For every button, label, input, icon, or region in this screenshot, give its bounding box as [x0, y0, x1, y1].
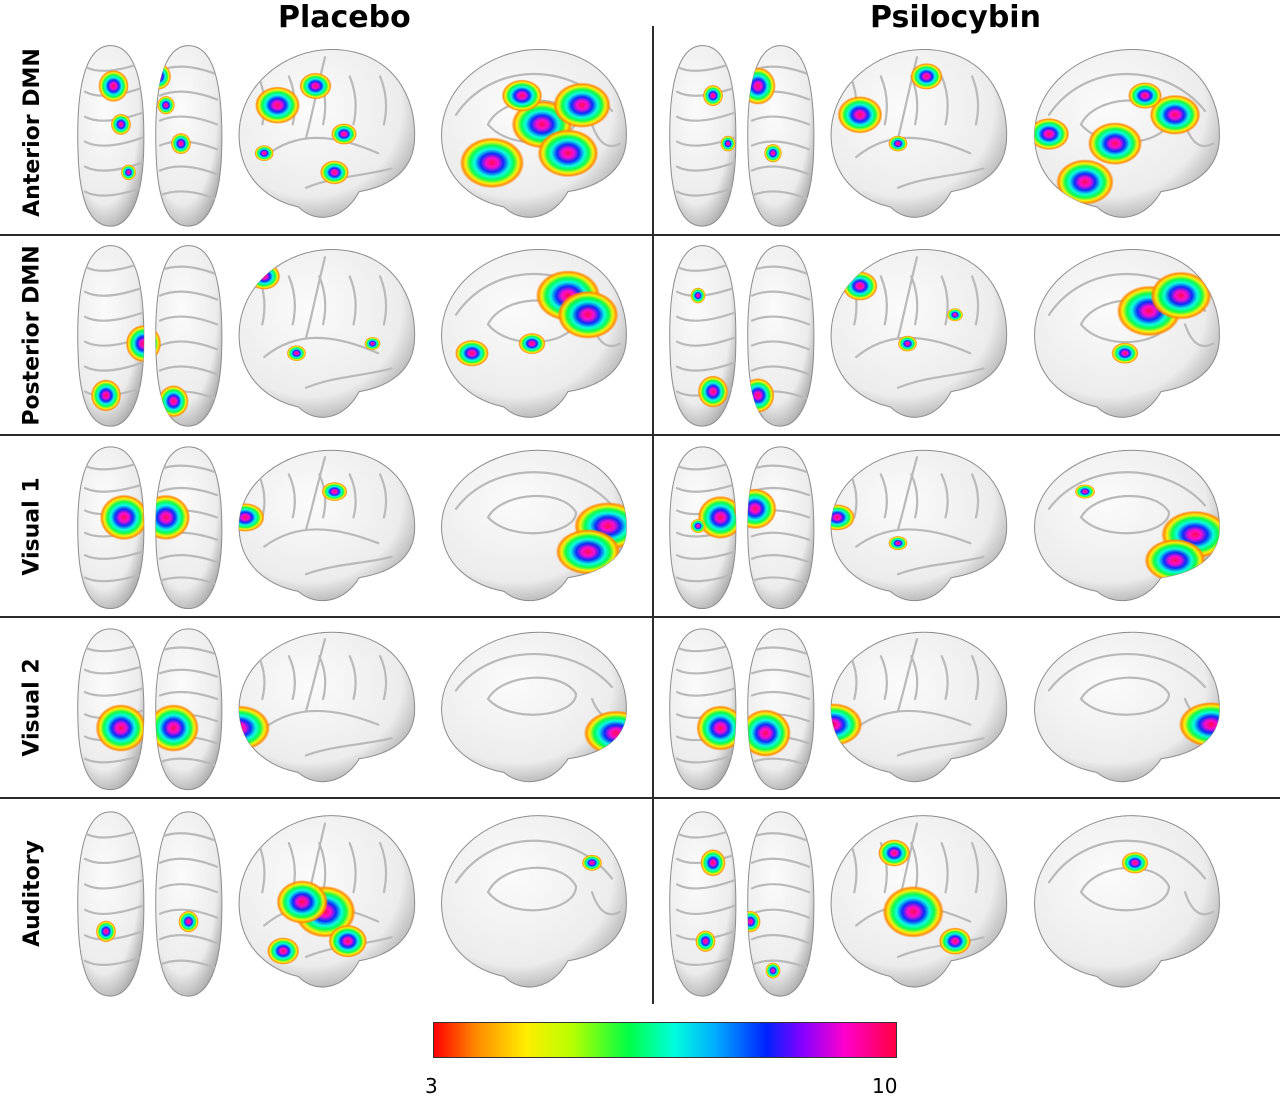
brain-view-medial [1025, 238, 1225, 430]
brain-view-dorsal [668, 622, 818, 793]
colorbar-max-label: 10 [872, 1074, 898, 1098]
brain-view-lateral [230, 38, 420, 230]
brain-view-medial [1025, 38, 1225, 230]
brain-view-dorsal [668, 238, 818, 430]
column-title-psilocybin: Psilocybin [870, 0, 1041, 35]
row-divider [0, 234, 1280, 236]
brain-view-dorsal [668, 440, 818, 612]
brain-view-dorsal [76, 238, 226, 430]
brain-view-lateral [230, 804, 420, 1000]
brain-view-medial [432, 440, 632, 612]
colorbar [433, 1022, 897, 1058]
column-divider [652, 26, 654, 1004]
row-divider [0, 797, 1280, 799]
row-label-text: Visual 2 [19, 658, 45, 757]
brain-view-dorsal [76, 622, 226, 793]
brain-view-dorsal [76, 38, 226, 230]
brain-view-dorsal [668, 804, 818, 1000]
row-label-visual-1: Visual 1 [0, 435, 64, 617]
row-label-anterior-dmn: Anterior DMN [0, 30, 64, 235]
row-label-auditory: Auditory [0, 798, 64, 988]
brain-view-dorsal [76, 440, 226, 612]
brain-view-lateral [230, 622, 420, 793]
row-label-text: Posterior DMN [19, 244, 45, 426]
brain-view-dorsal [76, 804, 226, 1000]
brain-view-medial [432, 804, 632, 1000]
brain-view-lateral [822, 440, 1012, 612]
brain-view-lateral [822, 804, 1012, 1000]
brain-view-lateral [822, 622, 1012, 793]
brain-view-medial [432, 238, 632, 430]
row-divider [0, 434, 1280, 436]
row-label-posterior-dmn: Posterior DMN [0, 235, 64, 435]
row-label-visual-2: Visual 2 [0, 617, 64, 798]
brain-view-medial [1025, 622, 1225, 793]
brain-view-medial [432, 38, 632, 230]
brain-view-lateral [230, 238, 420, 430]
column-title-placebo: Placebo [278, 0, 411, 35]
brain-view-medial [432, 622, 632, 793]
row-divider [0, 616, 1280, 618]
row-label-text: Anterior DMN [19, 48, 45, 217]
brain-view-lateral [230, 440, 420, 612]
row-label-text: Visual 1 [19, 476, 45, 576]
brain-view-medial [1025, 804, 1225, 1000]
brain-view-dorsal [668, 38, 818, 230]
brain-view-lateral [822, 238, 1012, 430]
brain-view-medial [1025, 440, 1225, 612]
colorbar-min-label: 3 [425, 1074, 438, 1098]
row-label-text: Auditory [19, 839, 45, 947]
brain-view-lateral [822, 38, 1012, 230]
